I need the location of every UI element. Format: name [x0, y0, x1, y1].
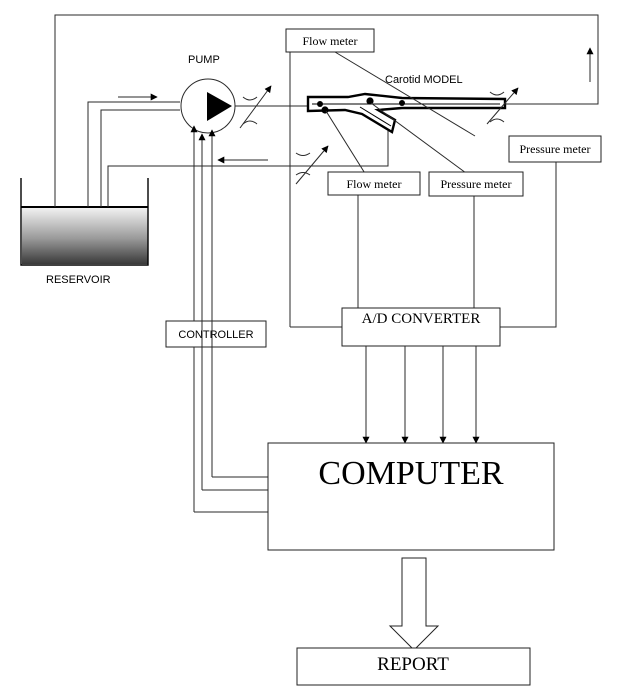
reservoir-liquid	[22, 207, 148, 264]
controller-box	[165, 320, 267, 348]
computer-label: COMPUTER	[318, 455, 503, 492]
mid-flow-meter-leader	[325, 110, 367, 176]
computer-to-report-arrow	[388, 557, 440, 651]
pump-label: PUMP	[188, 54, 220, 66]
reservoir-tank	[20, 178, 149, 266]
flow-meter-mid-box	[327, 171, 421, 196]
computer-box	[267, 442, 555, 551]
sensor-point-pressure	[366, 97, 374, 105]
sensor-point-inlet	[317, 101, 323, 107]
carotid-model	[306, 92, 507, 134]
model-valve-adjust-arrow	[486, 87, 519, 125]
supply-pipe-upper	[87, 101, 180, 207]
mid-pressure-meter-leader	[370, 102, 467, 174]
return-loop-pipe	[54, 14, 599, 207]
branch-valve-bottom	[295, 172, 311, 176]
controller-label: CONTROLLER	[178, 329, 253, 341]
supply-pipe-lower	[100, 109, 180, 207]
pressure-meter-mid-label: Pressure meter	[441, 177, 512, 191]
flow-meter-mid-label: Flow meter	[347, 177, 402, 191]
ad-converter-label: A/D CONVERTER	[362, 311, 481, 327]
carotid-model-label: Carotid MODEL	[385, 74, 463, 86]
flow-meter-top-label: Flow meter	[303, 34, 358, 48]
sensor-point-outlet	[399, 100, 405, 106]
pressure-meter-mid-box	[428, 171, 524, 197]
branch-valve-top	[295, 152, 311, 156]
report-box	[296, 647, 531, 686]
pressure-meter-right-label: Pressure meter	[520, 142, 591, 156]
reservoir	[20, 178, 149, 266]
right-pressure-meter-signal-line	[500, 162, 557, 328]
branch-valve-adjust-arrow	[295, 145, 329, 185]
outlet-valve-adjust-arrow	[239, 85, 272, 129]
pressure-meter-right-box	[508, 135, 602, 163]
report-label: REPORT	[377, 654, 449, 675]
model-valve-bottom	[489, 118, 505, 123]
ad-converter-box	[341, 307, 501, 347]
branch-return-pipe	[107, 125, 389, 207]
top-flow-meter-leader	[329, 48, 476, 137]
model-valve-top	[489, 91, 505, 96]
flow-meter-top-box	[285, 28, 375, 53]
reservoir-label: RESERVOIR	[46, 274, 111, 286]
pump-triangle-icon	[207, 92, 232, 121]
outlet-valve-top	[242, 96, 258, 101]
